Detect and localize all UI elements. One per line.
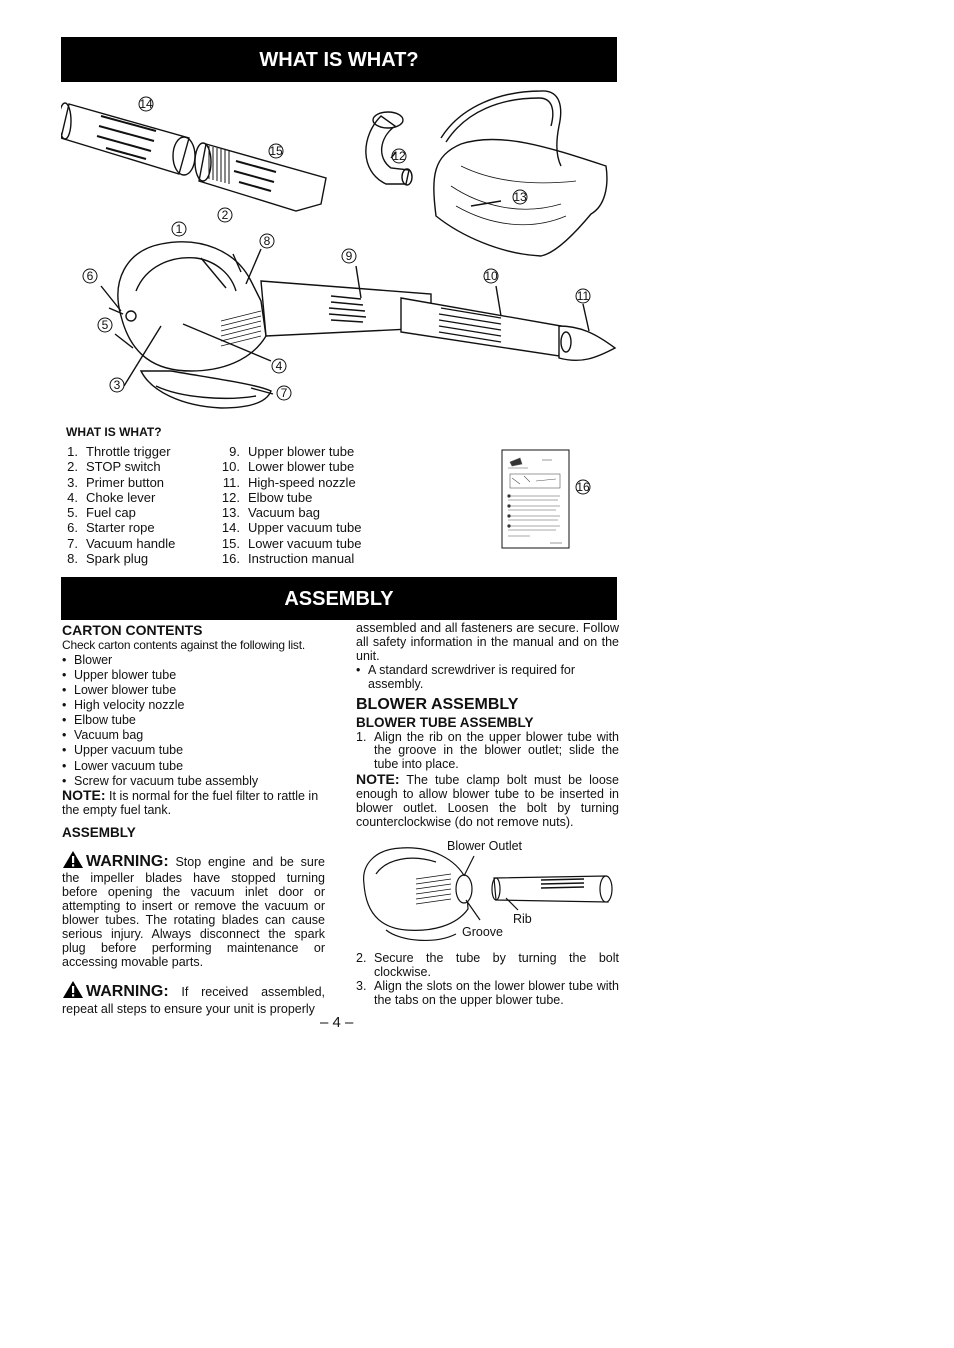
callout-14: 14 (139, 97, 153, 111)
callout-12: 12 (392, 149, 406, 163)
parts-legend-left: 1.Throttle trigger 2.STOP switch 3.Prime… (62, 444, 175, 566)
list-item: Elbow tube (62, 713, 325, 728)
blower-assembly-heading: BLOWER ASSEMBLY (356, 695, 519, 713)
callout-13: 13 (513, 190, 527, 204)
legend-item: 11.High-speed nozzle (222, 474, 356, 490)
instruction-manual-illustration: 16 (501, 449, 591, 549)
callout-5: 5 (102, 318, 109, 332)
carton-note: NOTE: It is normal for the fuel filter t… (62, 786, 319, 817)
section-title-assembly: ASSEMBLY (61, 577, 617, 620)
step-1: 1.Align the rib on the upper blower tube… (356, 729, 619, 772)
blower-parts-illustration: 14 15 12 13 1 2 8 9 10 11 6 5 3 4 7 (61, 90, 617, 409)
parts-legend-right: 9.Upper blower tube 10.Lower blower tube… (215, 444, 362, 567)
list-item: Upper vacuum tube (62, 743, 325, 758)
page-number: – 4 – (320, 1014, 354, 1031)
carton-contents-heading: CARTON CONTENTS (62, 622, 203, 638)
legend-item: 6.Starter rope (67, 520, 155, 536)
steps-list-b: 2.Secure the tube by turning the bolt cl… (356, 950, 619, 1008)
legend-item: 9.Upper blower tube (229, 444, 355, 459)
list-item: Screw for vacuum tube assembly (62, 774, 325, 789)
callout-6: 6 (87, 269, 94, 283)
legend-item: 8.Spark plug (67, 551, 149, 567)
label-groove: Groove (462, 925, 503, 939)
callout-4: 4 (276, 359, 283, 373)
callout-2: 2 (222, 208, 229, 222)
legend-item: 12.Elbow tube (221, 489, 313, 505)
legend-item: 7.Vacuum handle (67, 535, 176, 551)
legend-item: 15.Lower vacuum tube (221, 535, 362, 551)
legend-item: 13.Vacuum bag (221, 505, 321, 521)
steps-list-a: 1.Align the rib on the upper blower tube… (356, 729, 619, 773)
warning-stop-engine: WARNING: Stop engine and be sure the imp… (62, 850, 325, 970)
legend-item: 10.Lower blower tube (221, 459, 355, 475)
callout-1: 1 (176, 222, 183, 236)
callout-8: 8 (264, 234, 271, 248)
legend-title: WHAT IS WHAT? (66, 425, 162, 439)
callout-3: 3 (114, 378, 121, 392)
callout-11: 11 (577, 289, 590, 303)
step-3: 3.Align the slots on the lower blower tu… (356, 978, 619, 1007)
legend-item: 16.Instruction manual (221, 551, 355, 567)
carton-contents-list: Blower Upper blower tube Lower blower tu… (62, 653, 325, 789)
blower-tube-assembly-illustration: Blower Outlet Rib Groove (363, 839, 613, 941)
warning-triangle-icon (62, 850, 84, 873)
section-title-what-is-what: WHAT IS WHAT? (61, 37, 617, 82)
list-item: Upper blower tube (62, 668, 325, 683)
legend-item: 4.Choke lever (67, 489, 156, 505)
legend-item: 2.STOP switch (67, 459, 161, 475)
callout-16: 16 (576, 480, 590, 494)
legend-item: 1.Throttle trigger (67, 444, 171, 459)
callout-10: 10 (484, 269, 498, 283)
callout-7: 7 (281, 386, 288, 400)
blower-tube-assembly-heading: BLOWER TUBE ASSEMBLY (356, 714, 534, 730)
tool-note-list: A standard screwdriver is required for a… (356, 663, 619, 692)
warning-triangle-icon (62, 980, 84, 1003)
list-item: Blower (62, 653, 325, 668)
carton-intro: Check carton contents against the follow… (62, 638, 306, 652)
assembly-subheading: ASSEMBLY (62, 824, 136, 840)
list-item: Lower blower tube (62, 683, 325, 698)
label-rib: Rib (513, 912, 532, 926)
assembly-left-column: CARTON CONTENTS Check carton contents ag… (62, 622, 325, 1017)
list-item: A standard screwdriver is required for a… (356, 663, 619, 692)
legend-item: 14.Upper vacuum tube (221, 520, 362, 536)
warning-received-assembled: WARNING: If received assembled, repeat a… (62, 980, 325, 1017)
warning-received-assembled-continued: assembled and all fasteners are secure. … (356, 621, 619, 663)
assembly-right-column: assembled and all fasteners are secure. … (356, 621, 620, 1008)
callout-9: 9 (346, 249, 353, 263)
list-item: Vacuum bag (62, 728, 325, 743)
list-item: Lower vacuum tube (62, 759, 325, 774)
step-2: 2.Secure the tube by turning the bolt cl… (356, 950, 619, 979)
label-blower-outlet: Blower Outlet (447, 839, 523, 853)
callout-15: 15 (269, 144, 283, 158)
legend-item: 3.Primer button (67, 474, 165, 490)
blower-tube-note: NOTE: The tube clamp bolt must be loose … (356, 771, 620, 829)
legend-item: 5.Fuel cap (67, 505, 136, 521)
list-item: High velocity nozzle (62, 698, 325, 713)
